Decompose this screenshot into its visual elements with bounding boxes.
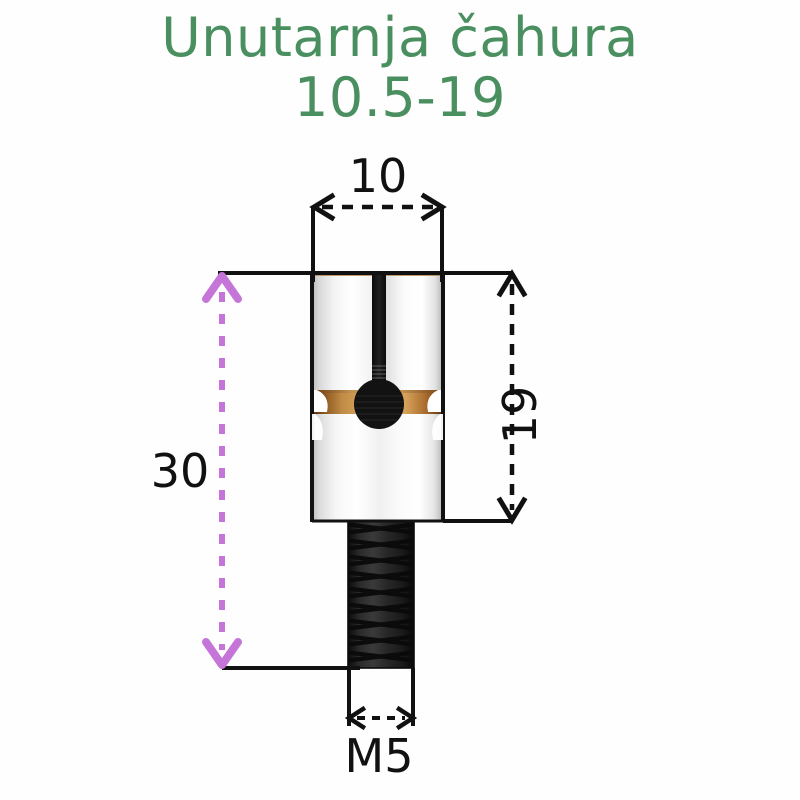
- dimension-thread-m5: M5: [345, 668, 418, 783]
- dimension-label-30: 30: [151, 444, 210, 498]
- threaded-bolt: [347, 517, 415, 669]
- dimension-width-10: 10: [309, 149, 447, 282]
- dimension-height-19: 19: [300, 269, 547, 525]
- vertical-slot: [372, 272, 386, 396]
- inner-sleeve-body-lower: [310, 412, 445, 523]
- center-hole: [354, 379, 404, 429]
- dimension-height-30: 30: [151, 271, 360, 670]
- dimension-label-m5: M5: [345, 729, 414, 783]
- dimension-label-10: 10: [349, 149, 408, 203]
- dimension-label-19: 19: [493, 386, 547, 445]
